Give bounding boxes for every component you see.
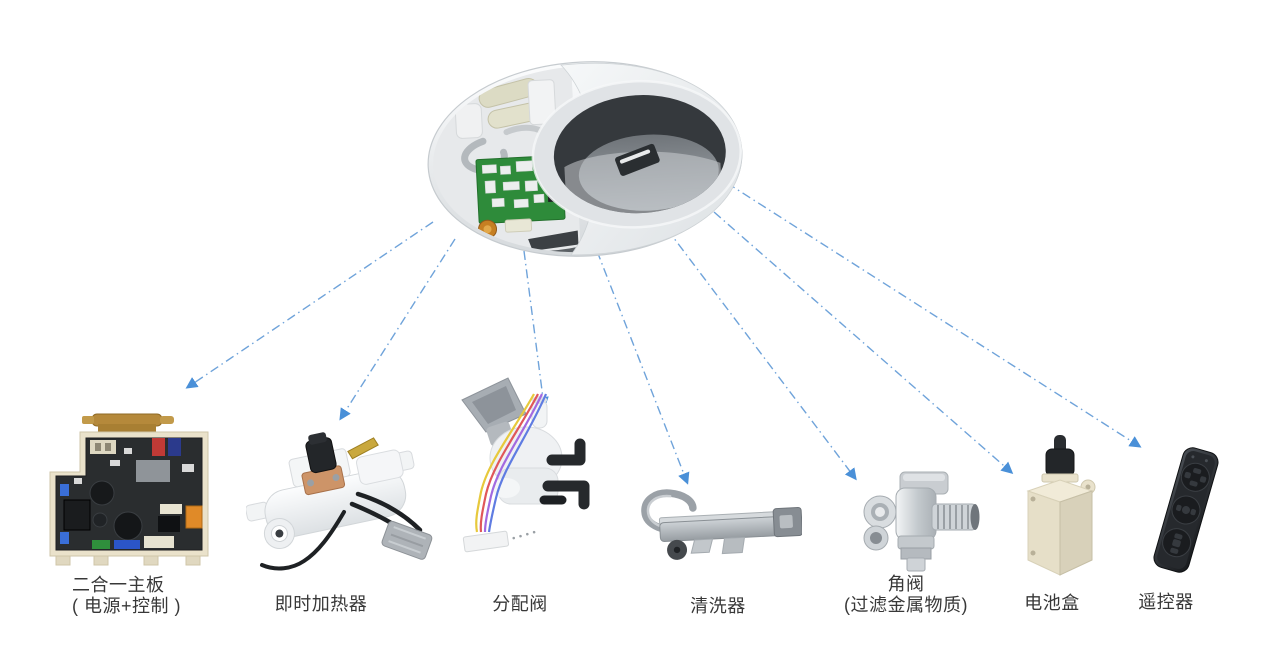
component-mainboard (40, 408, 215, 570)
arrow-remote (726, 182, 1142, 448)
valve-image (461, 377, 590, 553)
component-angle-valve (840, 470, 980, 576)
remote-image (1153, 447, 1219, 573)
component-battery-box (1018, 433, 1102, 581)
label-line: 角阀 (887, 574, 925, 594)
component-label-remote: 遥控器 (1138, 592, 1194, 612)
component-label-battery-box: 电池盒 (1024, 593, 1080, 613)
label-line: 二合一主板 (72, 575, 165, 595)
component-cleaner (624, 486, 802, 572)
component-valve (448, 370, 598, 565)
cleaner-image (641, 489, 802, 560)
arrow-cleaner (596, 250, 690, 485)
arrow-battery-box (713, 211, 1014, 474)
label-line: ( 电源+控制 ) (72, 596, 182, 616)
component-heater (246, 428, 436, 574)
arrow-angle-valve (666, 228, 857, 481)
mainboard-image (49, 413, 209, 566)
heater-image (246, 432, 433, 571)
component-label-valve: 分配阀 (492, 594, 548, 614)
component-label-angle-valve: 角阀 (过滤金属物质) (844, 574, 968, 616)
component-label-mainboard: 二合一主板 ( 电源+控制 ) (72, 575, 181, 617)
toilet-cutaway-image (427, 58, 743, 260)
battery-box-image (1026, 435, 1096, 576)
label-line: (过滤金属物质) (844, 595, 968, 615)
angle-valve-image (863, 471, 980, 572)
component-label-cleaner: 清洗器 (690, 596, 746, 616)
component-label-heater: 即时加热器 (274, 594, 368, 614)
component-remote (1140, 446, 1232, 574)
arrow-heater (339, 238, 456, 421)
arrow-mainboard (185, 221, 434, 389)
